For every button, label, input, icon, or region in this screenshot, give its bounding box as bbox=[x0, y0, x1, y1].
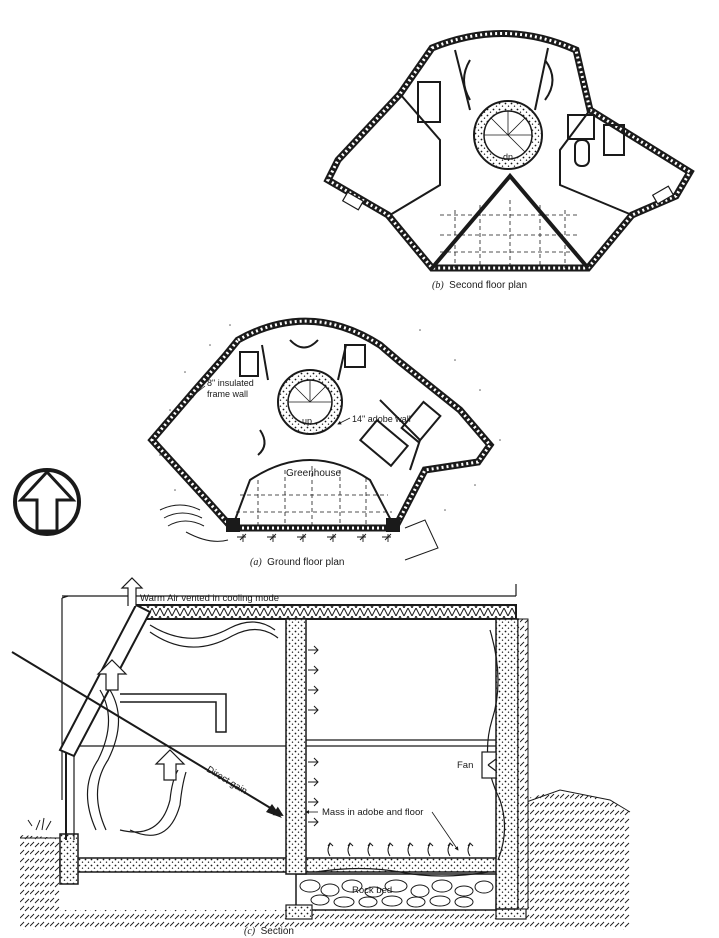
second-floor-greenhouse-void bbox=[430, 172, 590, 270]
building-section: Warm Air vented in cooling mode Direct g… bbox=[11, 577, 631, 937]
ground-floor-plan: up 8" insulated frame wall 14" adobe wal… bbox=[147, 317, 501, 568]
second-floor-plan: dn (b) Second floor plan bbox=[323, 30, 695, 291]
mass-label: Mass in adobe and floor bbox=[322, 807, 423, 818]
second-floor-stair-label: dn bbox=[503, 152, 513, 162]
direct-gain-ray bbox=[11, 651, 284, 817]
north-arrow-icon bbox=[13, 468, 81, 536]
planting-symbols bbox=[237, 533, 392, 542]
adobe-mass-wall bbox=[285, 618, 307, 875]
frame-wall-label-line2: frame wall bbox=[207, 389, 248, 399]
warm-air-label: Warm Air vented in cooling mode bbox=[140, 593, 279, 604]
ground-floor-spiral-stair bbox=[277, 369, 343, 435]
fan-icon bbox=[481, 751, 497, 779]
rock-bed bbox=[299, 879, 494, 908]
adobe-wall-label: 14" adobe wall bbox=[352, 414, 411, 424]
entry-steps bbox=[159, 504, 439, 561]
ground-floor-stair-label: up bbox=[302, 416, 312, 426]
greenhouse-label: Greenhouse bbox=[286, 468, 341, 479]
ground-floor-greenhouse bbox=[231, 459, 396, 529]
sloped-glazing bbox=[58, 603, 152, 758]
north-wall bbox=[495, 618, 519, 910]
second-floor-spiral-stair bbox=[473, 100, 543, 170]
fan-label: Fan bbox=[457, 760, 473, 771]
roof-insulation bbox=[135, 604, 517, 620]
direct-gain-label: Direct gain bbox=[204, 764, 249, 797]
section-caption: (c) Section bbox=[244, 926, 294, 937]
second-floor-caption: (b) Second floor plan bbox=[432, 280, 527, 291]
rock-bed-label: Rock bed bbox=[352, 885, 392, 896]
ground-floor-caption: (a) Ground floor plan bbox=[250, 557, 344, 568]
radiant-heat-arrows bbox=[308, 645, 474, 857]
frame-wall-label-line1: 8" insulated bbox=[207, 378, 254, 388]
